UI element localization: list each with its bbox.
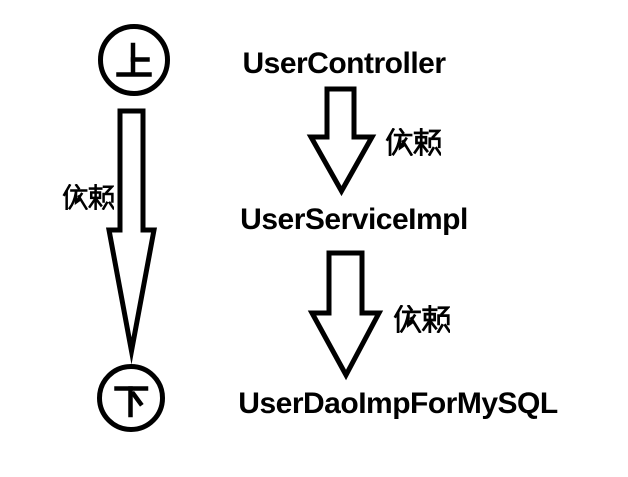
node-label-userdaoimpformysql: UserDaoImpForMySQL [238,387,558,420]
controller-to-service-arrow [306,86,377,197]
top-layer-glyph [116,42,152,77]
left-dependency-label [62,184,114,210]
node-label-usercontroller: UserController [242,47,446,80]
left-dependency-arrow [105,108,158,365]
controller-to-service-dependency-label [386,128,441,156]
service-to-dao-arrow [307,250,384,381]
service-to-dao-dependency-label [394,305,450,333]
node-label-userserviceimpl: UserServiceImpl [240,203,468,236]
bottom-layer-glyph [114,386,149,418]
